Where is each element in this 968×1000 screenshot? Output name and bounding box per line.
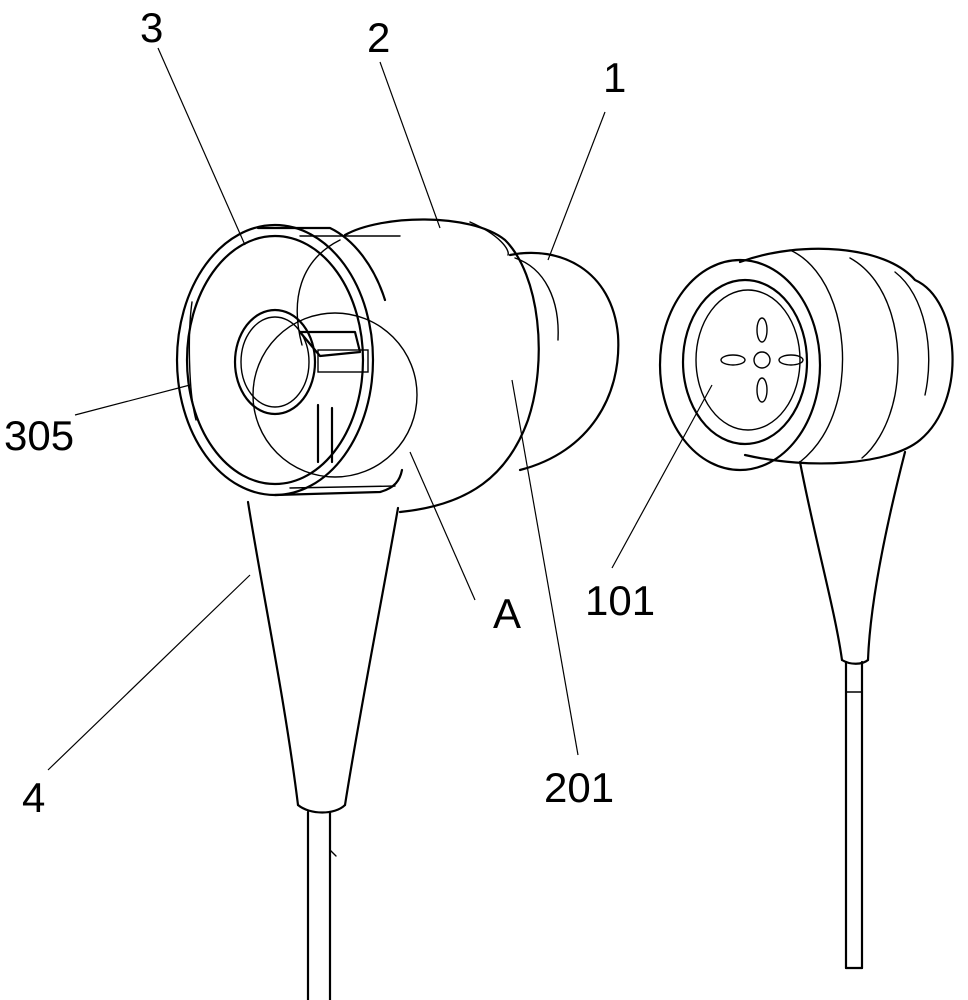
- label-a: A: [493, 590, 521, 637]
- right-body: [738, 247, 954, 465]
- leader-1: [547, 111, 606, 261]
- label-101: 101: [585, 577, 655, 624]
- leader-3: [157, 47, 246, 246]
- left-cable: [306, 810, 337, 1000]
- leader-lines: [47, 47, 713, 771]
- right-stem: [798, 450, 907, 665]
- leader-a: [409, 451, 476, 601]
- eartip-part-3: [175, 223, 404, 497]
- leader-201: [511, 379, 579, 756]
- callout-labels: 3 2 1 305 101 A 4 201: [4, 4, 655, 821]
- detail-circle-a: [252, 312, 418, 478]
- housing-part-1: [508, 251, 620, 472]
- nozzle-part-305: [233, 308, 369, 464]
- right-eartip: [658, 258, 822, 472]
- label-1: 1: [603, 54, 626, 101]
- leader-2: [379, 61, 441, 229]
- label-3: 3: [140, 4, 163, 51]
- leader-305: [74, 384, 191, 416]
- right-earphone: [658, 247, 954, 970]
- grille-part-101: [720, 317, 804, 403]
- left-earphone: [175, 218, 620, 1000]
- label-4: 4: [22, 774, 45, 821]
- stem-part-4: [246, 500, 400, 814]
- leader-101: [611, 384, 713, 569]
- right-cable: [844, 660, 864, 970]
- label-2: 2: [367, 14, 390, 61]
- leader-4: [47, 574, 251, 771]
- label-305: 305: [4, 412, 74, 459]
- label-201: 201: [544, 764, 614, 811]
